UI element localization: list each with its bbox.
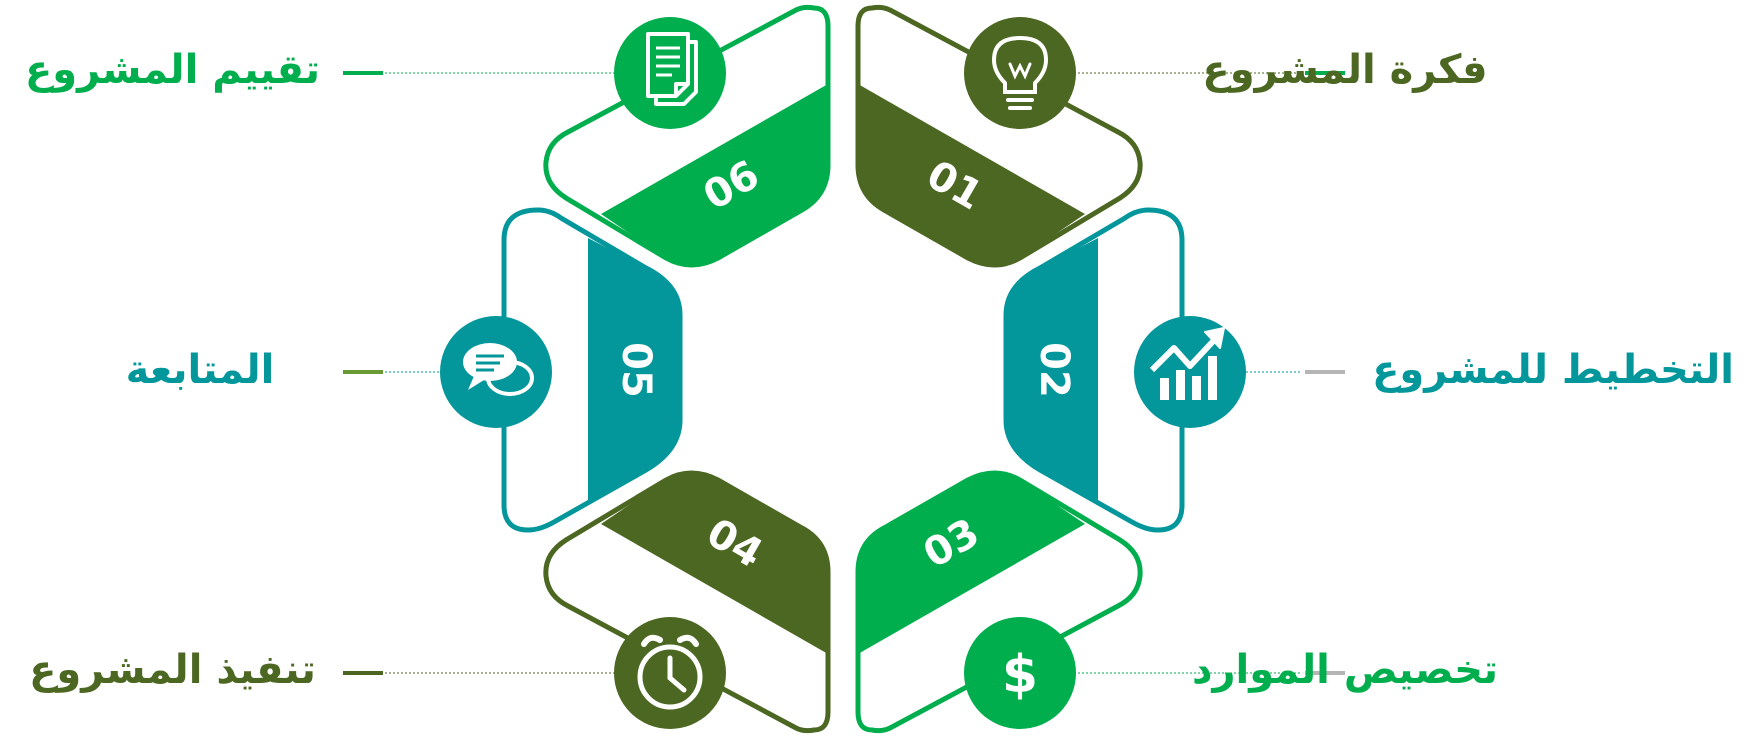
- step-05-label: المتابعة: [125, 347, 275, 393]
- segment-03: 03 $: [855, 470, 1143, 734]
- segment-03-fill: [858, 473, 1085, 654]
- segment-05: 05: [440, 207, 683, 533]
- lightbulb-icon: [991, 35, 1049, 110]
- step-02-label: التخطيط للمشروع: [1372, 347, 1734, 393]
- segment-02-number: 02: [1031, 342, 1077, 398]
- segment-02: 02: [1003, 207, 1246, 533]
- segment-03-icon-circle: [964, 617, 1076, 729]
- segment-02-icon-circle: [1134, 316, 1246, 428]
- segment-05-number: 05: [613, 342, 659, 398]
- segment-01: 01: [855, 4, 1143, 268]
- step-03-label: تخصيص الموارد: [1192, 647, 1498, 693]
- document-icon: [646, 32, 698, 106]
- segment-01-fill: [858, 84, 1085, 265]
- step-06-label: تقييم المشروع: [24, 47, 321, 93]
- chat-bubbles-icon: [463, 343, 534, 396]
- segment-05-fill: [588, 238, 680, 500]
- segment-04: 04: [543, 470, 831, 734]
- alarm-clock-icon: [637, 634, 703, 710]
- growth-chart-icon: [1149, 327, 1225, 400]
- step-04-label: تنفيذ المشروع: [29, 647, 316, 693]
- segment-04-fill: [601, 473, 828, 654]
- segment-06: 06: [543, 4, 831, 268]
- segment-06-fill: [601, 84, 828, 265]
- dollar-icon: $: [1002, 645, 1038, 705]
- step-01-label: فكرة المشروع: [1202, 47, 1488, 93]
- segment-02-fill: [1006, 238, 1098, 500]
- connector-lines: [343, 71, 1345, 675]
- segment-01-icon-circle: [964, 17, 1076, 129]
